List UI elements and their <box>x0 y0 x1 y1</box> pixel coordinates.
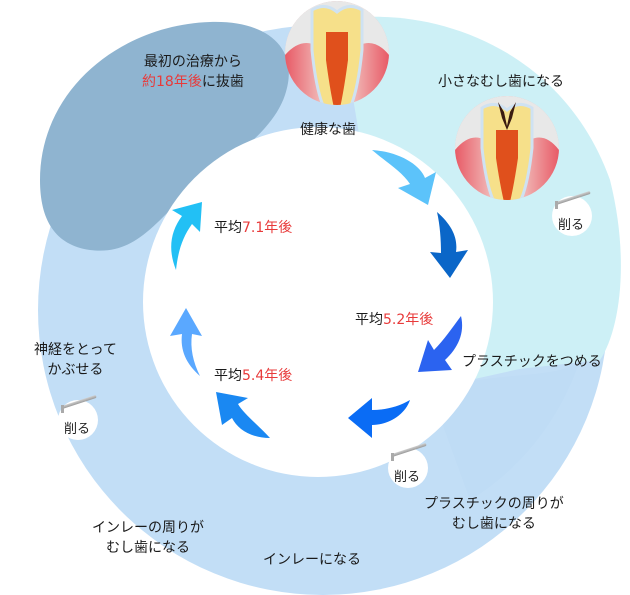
interval-value: 5.2年後 <box>383 312 434 328</box>
stage-label-inlay-decay: インレーの周りが むし歯になる <box>92 518 204 558</box>
interval-prefix: 平均 <box>355 312 383 328</box>
interval-label-5-2: 平均5.2年後 <box>355 310 433 330</box>
stage-label-healthy: 健康な歯 <box>300 122 356 138</box>
stage-label-extraction-line2: 約18年後に抜歯 <box>142 72 244 92</box>
stage-label-plastic-decay-line2: むし歯になる <box>451 516 536 532</box>
stage-label-crown-line2: かぶせる <box>47 362 104 378</box>
interval-prefix: 平均 <box>214 220 242 236</box>
stage-label-extraction-line1: 最初の治療から <box>143 54 242 70</box>
drill-tip-icon <box>391 453 394 461</box>
interval-label-7-1: 平均7.1年後 <box>214 218 292 238</box>
stage-label-inlay-decay-line1: インレーの周りが <box>92 520 204 536</box>
drill-label: 削る <box>64 422 91 437</box>
interval-label-5-4: 平均5.4年後 <box>214 366 292 386</box>
stage-label-inlay: インレーになる <box>263 552 361 568</box>
arrow-healthy-to-cavity <box>372 150 436 205</box>
stage-label-crown-line1: 神経をとって <box>34 342 117 358</box>
stage-label-plastic-decay-line1: プラスチックの周りが <box>424 496 564 512</box>
stage-label-small-cavity: 小さなむし歯になる <box>438 74 564 90</box>
interval-value: 5.4年後 <box>242 368 293 384</box>
extraction-highlight <box>40 21 289 251</box>
arrow-inlay-to-inlay-decay <box>216 392 270 438</box>
extraction-years: 約18年後 <box>142 74 202 90</box>
drill-badge-inlay-decay: 削る <box>58 394 98 440</box>
arrow-decay-to-inlay <box>348 398 410 438</box>
arrow-filling-to-decay <box>418 316 463 372</box>
stage-label-plastic-filling: プラスチックをつめる <box>462 354 602 370</box>
arrow-cavity-to-filling <box>430 212 468 278</box>
arrow-inlay-decay-to-crown <box>170 308 202 376</box>
drill-badge-cavity: 削る <box>552 190 592 236</box>
stage-label-inlay-decay-line2: むし歯になる <box>106 540 190 556</box>
drill-tip-icon <box>555 201 558 209</box>
drill-badge-plastic-decay: 削る <box>388 442 428 488</box>
drill-tip-icon <box>61 405 64 413</box>
stage-label-crown: 神経をとって かぶせる <box>34 340 117 380</box>
inner-circle <box>143 127 493 477</box>
drill-label: 削る <box>558 218 585 233</box>
interval-prefix: 平均 <box>214 368 242 384</box>
arrow-crown-to-extraction <box>171 202 202 270</box>
stage-label-extraction: 最初の治療から 約18年後に抜歯 <box>142 52 244 92</box>
drill-label: 削る <box>394 470 421 485</box>
stage-label-plastic-decay: プラスチックの周りが むし歯になる <box>424 494 564 534</box>
extraction-suffix: に抜歯 <box>201 74 244 90</box>
interval-value: 7.1年後 <box>242 220 293 236</box>
